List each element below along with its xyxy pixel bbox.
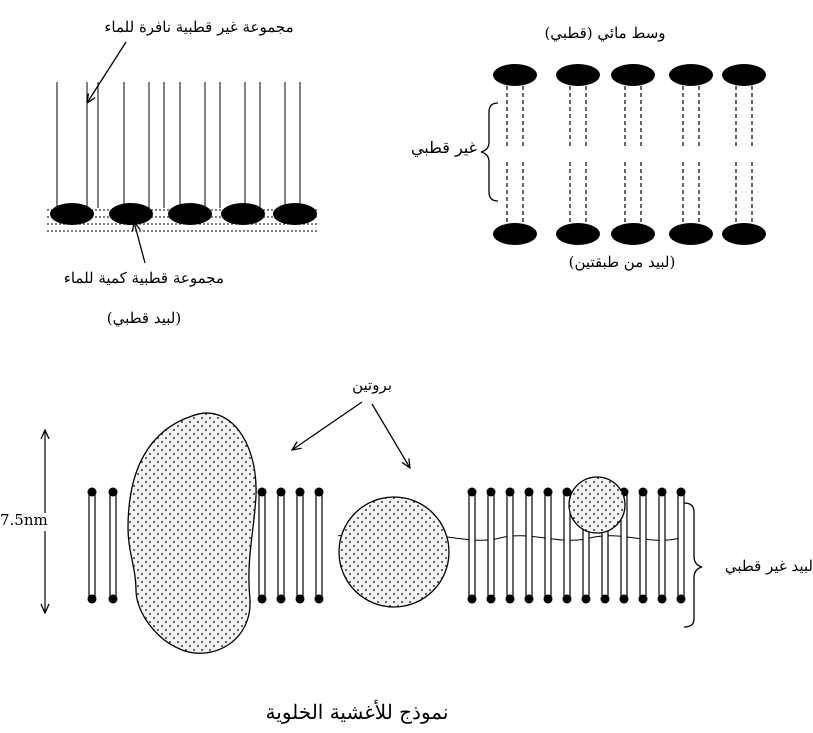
lipid-head [467, 487, 477, 497]
lipid-head [87, 594, 97, 604]
lipid-head [108, 487, 118, 497]
lipid-tail [109, 492, 117, 598]
peripheral-protein [568, 476, 626, 534]
lipid-head [562, 487, 572, 497]
lipid-head [638, 594, 648, 604]
lipid-bilayer-schematic [493, 64, 766, 245]
nonpolar-group-label: مجموعة غير قطبية نافرة للماء [104, 18, 294, 36]
monolayer-caption: (لبيد قطبي) [106, 309, 182, 327]
polar-head [109, 203, 153, 225]
lipid-head [581, 594, 591, 604]
membrane-model [87, 412, 686, 654]
lipid-head [524, 487, 534, 497]
lipid-head [676, 594, 686, 604]
bilayer-top-head [556, 64, 600, 86]
lipid-head [657, 487, 667, 497]
figure-title: نموذج للأغشية الخلوية [265, 700, 449, 724]
bilayer-caption: (لبيد من طبقتين) [568, 253, 676, 271]
lipid-head [295, 594, 305, 604]
lipid-head [314, 594, 324, 604]
lipid-head [467, 594, 477, 604]
lipid-tail [506, 492, 514, 598]
lipid-head [543, 487, 553, 497]
lipid-head [257, 594, 267, 604]
lipid-head [257, 487, 267, 497]
nonpolar-brace [480, 102, 499, 202]
bilayer-bottom-head [611, 223, 655, 245]
polar-head [50, 203, 94, 225]
bilayer-top-head [611, 64, 655, 86]
lipid-head [87, 487, 97, 497]
aqueous-medium-label: وسط مائي (قطبي) [544, 24, 666, 42]
lipid-tail [468, 492, 476, 598]
bilayer-bottom-head [556, 223, 600, 245]
lipid-head [619, 594, 629, 604]
lipid-head [638, 487, 648, 497]
lipid-head [657, 594, 667, 604]
protein-label: بروتين [352, 376, 392, 394]
bilayer-bottom-head [722, 223, 766, 245]
bilayer-bottom-head [493, 223, 537, 245]
lipid-tail [258, 492, 266, 598]
polar-group-label: مجموعة قطبية كمية للماء [63, 269, 224, 287]
lipid-tail [277, 492, 285, 598]
lipid-tail [677, 492, 685, 598]
lipid-head [295, 487, 305, 497]
bilayer-top-head [722, 64, 766, 86]
lipid-head [108, 594, 118, 604]
lipid-tail [296, 492, 304, 598]
lipid-head [562, 594, 572, 604]
lipid-head [524, 594, 534, 604]
polar-group-arrow [134, 222, 146, 264]
lipid-head [276, 594, 286, 604]
lipid-tail [658, 492, 666, 598]
integral-protein [127, 412, 257, 654]
lipid-head [314, 487, 324, 497]
polar-lipid-monolayer [47, 82, 317, 232]
lipid-tail [639, 492, 647, 598]
protein-arrow-right [371, 403, 410, 468]
globular-protein [338, 496, 450, 608]
lipid-head [505, 487, 515, 497]
lipid-head [543, 594, 553, 604]
protein-arrow-left [292, 401, 363, 450]
lipid-head [676, 487, 686, 497]
polar-head [221, 203, 265, 225]
lipid-brace [683, 502, 703, 628]
lipid-label: لبيد غير قطبي [724, 557, 813, 575]
nonpolar-group-arrow [87, 41, 127, 103]
lipid-head [486, 487, 496, 497]
polar-head [168, 203, 212, 225]
lipid-head [486, 594, 496, 604]
nonpolar-label: غير قطبي [410, 138, 477, 157]
thickness-label: 7.5nm [0, 511, 48, 529]
bilayer-bottom-head [669, 223, 713, 245]
lipid-tail [88, 492, 96, 598]
lipid-tail [544, 492, 552, 598]
lipid-head [600, 594, 610, 604]
bilayer-top-head [669, 64, 713, 86]
polar-head [273, 203, 317, 225]
lipid-tail [525, 492, 533, 598]
lipid-tail [315, 492, 323, 598]
lipid-head [505, 594, 515, 604]
lipid-tail [487, 492, 495, 598]
bilayer-top-head [493, 64, 537, 86]
lipid-head [276, 487, 286, 497]
